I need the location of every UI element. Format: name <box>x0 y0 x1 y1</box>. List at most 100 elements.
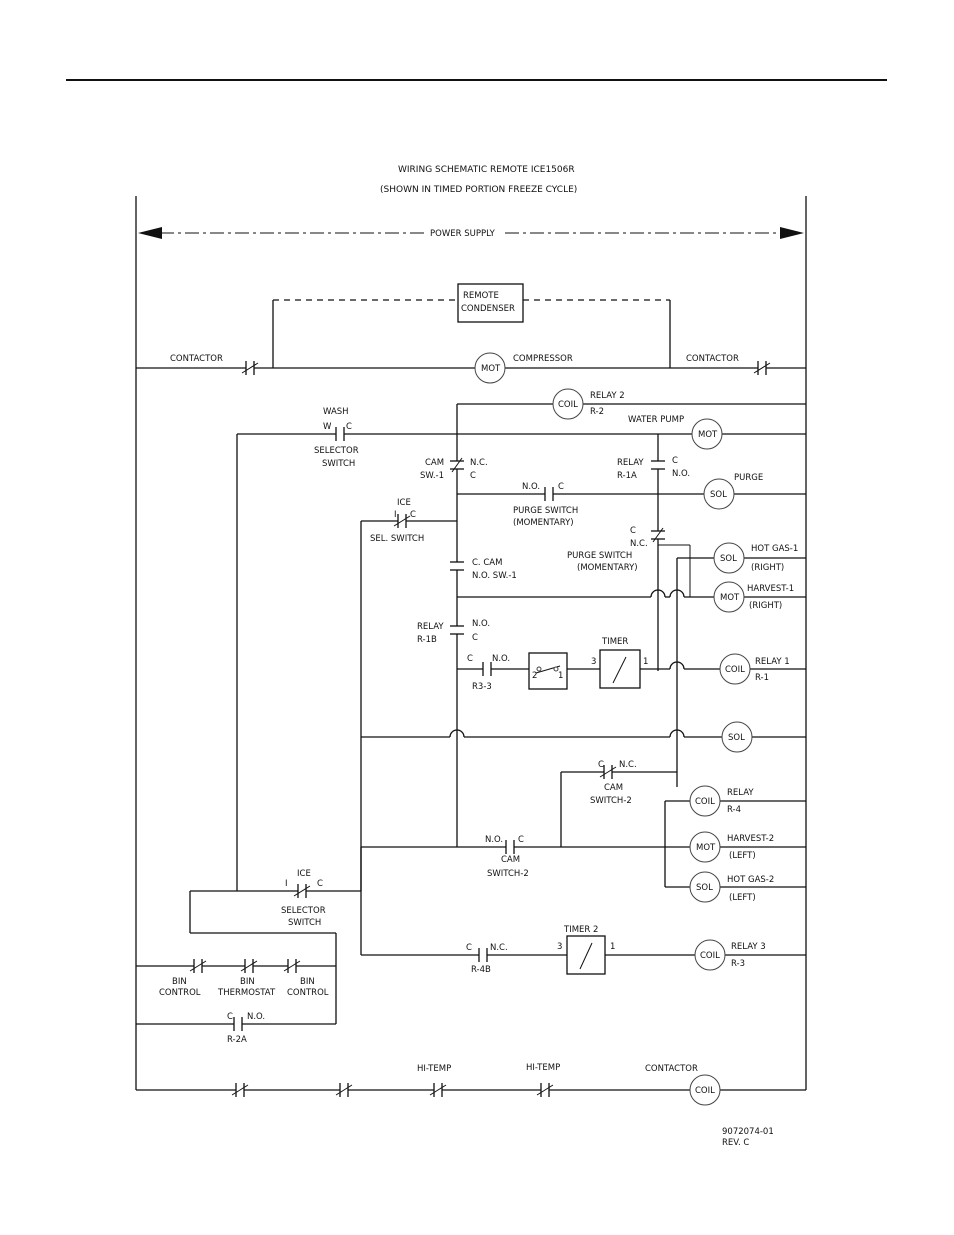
hot-gas-2-sol-label: SOL <box>696 883 713 893</box>
ice-i-label: I <box>394 510 397 520</box>
momentary-label: (MOMENTARY) <box>513 518 574 528</box>
timer-2-label: TIMER 2 <box>563 925 598 935</box>
r3-label: R-3 <box>731 959 745 969</box>
hot-gas-2-solenoid <box>689 871 721 903</box>
c-label-r4b: C <box>466 943 472 953</box>
relay-3-coil-label: COIL <box>700 951 720 961</box>
r1a-label: R-1A <box>617 471 637 481</box>
liquid-line-solenoid <box>721 721 753 753</box>
schematic-subtitle: (SHOWN IN TIMED PORTION FREEZE CYCLE) <box>380 185 577 195</box>
tic-pin-1: 1 <box>558 671 563 681</box>
selector-label-top: SELECTOR <box>314 446 359 456</box>
timer-circuit: C N.O. R3-3 2 1 TIMER 3 1 COIL RELAY 1 R… <box>457 637 806 692</box>
no-label-r33: N.O. <box>492 654 510 664</box>
timer-label: TIMER <box>601 637 628 647</box>
compressor-circuit: CONTACTOR CONTACTOR MOT COMPRESSOR <box>136 352 806 384</box>
power-supply-arrow: POWER SUPPLY <box>138 227 804 239</box>
relay-2-coil <box>552 388 584 420</box>
harvest-1-right: (RIGHT) <box>749 601 782 611</box>
r4-label: R-4 <box>727 805 741 815</box>
hot-gas-2-label: HOT GAS-2 <box>727 875 774 885</box>
remote-condenser-label-1: REMOTE <box>463 291 499 301</box>
switch-label-top: SWITCH <box>322 459 355 469</box>
hi-temp-label-2: HI-TEMP <box>526 1063 560 1073</box>
compressor-label: COMPRESSOR <box>513 354 573 364</box>
timer-initiate-control-box <box>528 652 568 690</box>
relay-2-circuit: COIL RELAY 2 R-2 <box>457 388 806 420</box>
r2a-label: R-2A <box>227 1035 247 1045</box>
harvest-1-motor <box>713 581 745 613</box>
hot-gas-1-label: HOT GAS-1 <box>751 544 798 554</box>
purge-sol-label: SOL <box>710 490 727 500</box>
harvest-1-label: HARVEST-1 <box>747 584 794 594</box>
nc-label-1: N.C. <box>470 458 488 468</box>
no-label-cs2b: N.O. <box>485 835 503 845</box>
relay-label-r1a: RELAY <box>617 458 644 468</box>
bin-label-2: BIN <box>240 977 255 987</box>
compressor-motor-symbol <box>474 352 506 384</box>
thermostat-label: THERMOSTAT <box>217 988 276 998</box>
cam-sw1-nc: CAM SW.-1 N.C. C <box>420 457 488 481</box>
contactor-label-bottom: CONTACTOR <box>645 1064 698 1074</box>
revision: REV. C <box>722 1138 749 1148</box>
ice-selector-switch: ICE I C SELECTOR SWITCH <box>189 847 362 1024</box>
timer-box <box>599 649 641 689</box>
r1b-label: R-1B <box>417 635 437 645</box>
timer-2-pin-1: 1 <box>610 942 615 952</box>
relay-4-coil <box>689 785 721 817</box>
relay-2-coil-label: COIL <box>558 400 578 410</box>
compressor-mot-label: MOT <box>481 364 501 374</box>
tic-pin-2: 2 <box>532 671 537 681</box>
harvest-2-group: COIL RELAY R-4 N.O. C CAM SWITCH-2 MOT H… <box>361 785 806 903</box>
bin-controls: BIN CONTROL BIN THERMOSTAT BIN CONTROL C… <box>136 959 336 1045</box>
sel-switch-label: SEL. SWITCH <box>370 534 424 544</box>
no-label-r1a: N.O. <box>672 469 690 479</box>
c-cam-label: C. CAM <box>472 558 502 568</box>
water-pump-label: WATER PUMP <box>628 415 684 425</box>
relay-2-label: RELAY 2 <box>590 391 625 401</box>
momentary-label-2: (MOMENTARY) <box>577 563 638 573</box>
purge-circuit: N.O. C PURGE SWITCH (MOMENTARY) SOL PURG… <box>457 473 806 528</box>
relay-r1a: RELAY R-1A C N.O. <box>617 456 690 481</box>
ice-sel-switch: ICE I C SEL. SWITCH <box>360 498 457 891</box>
c-label-r2a: C <box>227 1012 233 1022</box>
switch2-label-cs2: SWITCH-2 <box>590 796 632 806</box>
sw1-label-1: SW.-1 <box>420 471 444 481</box>
bin-control-label-1: CONTROL <box>159 988 201 998</box>
bin-label-3: BIN <box>300 977 315 987</box>
cam-label-1: CAM <box>425 458 444 468</box>
timer-pin-3: 3 <box>591 657 596 667</box>
water-pump-mot-label: MOT <box>698 430 718 440</box>
c-label-purge: C <box>558 482 564 492</box>
r4b-label: R-4B <box>471 965 491 975</box>
harvest-1-mot-label: MOT <box>720 593 740 603</box>
purge-solenoid <box>703 478 735 510</box>
ice-c-label-2: C <box>317 879 323 889</box>
cam-label-cs2b: CAM <box>501 855 520 865</box>
relay-1-coil-label: COIL <box>725 665 745 675</box>
no-label-purge: N.O. <box>522 482 540 492</box>
relay-3-label: RELAY 3 <box>731 942 766 952</box>
hi-temp-label-1: HI-TEMP <box>417 1064 451 1074</box>
c-label-r33: C <box>467 654 473 664</box>
wash-c-label: C <box>346 422 352 432</box>
relay-r1b: RELAY R-1B N.O. C <box>417 619 490 645</box>
contactor-coil <box>689 1074 721 1106</box>
contactor-coil-label: COIL <box>695 1086 715 1096</box>
cam-sw1-no: C. CAM N.O. SW.-1 <box>450 558 517 581</box>
harvest-2-left: (LEFT) <box>729 851 756 861</box>
timer-2-pin-3: 3 <box>557 942 562 952</box>
ice-c-label: C <box>410 510 416 520</box>
cam-label-cs2: CAM <box>604 783 623 793</box>
harvest-2-motor <box>689 831 721 863</box>
nc-label-cs2: N.C. <box>619 760 637 770</box>
switch2-label-cs2b: SWITCH-2 <box>487 869 529 879</box>
wash-w-label: W <box>323 422 332 432</box>
relay-1-coil <box>719 653 751 685</box>
power-supply-label: POWER SUPPLY <box>430 229 496 239</box>
purge-label: PURGE <box>734 473 763 483</box>
timer-2-circuit: C N.C. R-4B TIMER 2 3 1 COIL RELAY 3 R-3 <box>361 925 806 975</box>
relay-4-label: RELAY <box>727 788 754 798</box>
r33-label: R3-3 <box>472 682 492 692</box>
